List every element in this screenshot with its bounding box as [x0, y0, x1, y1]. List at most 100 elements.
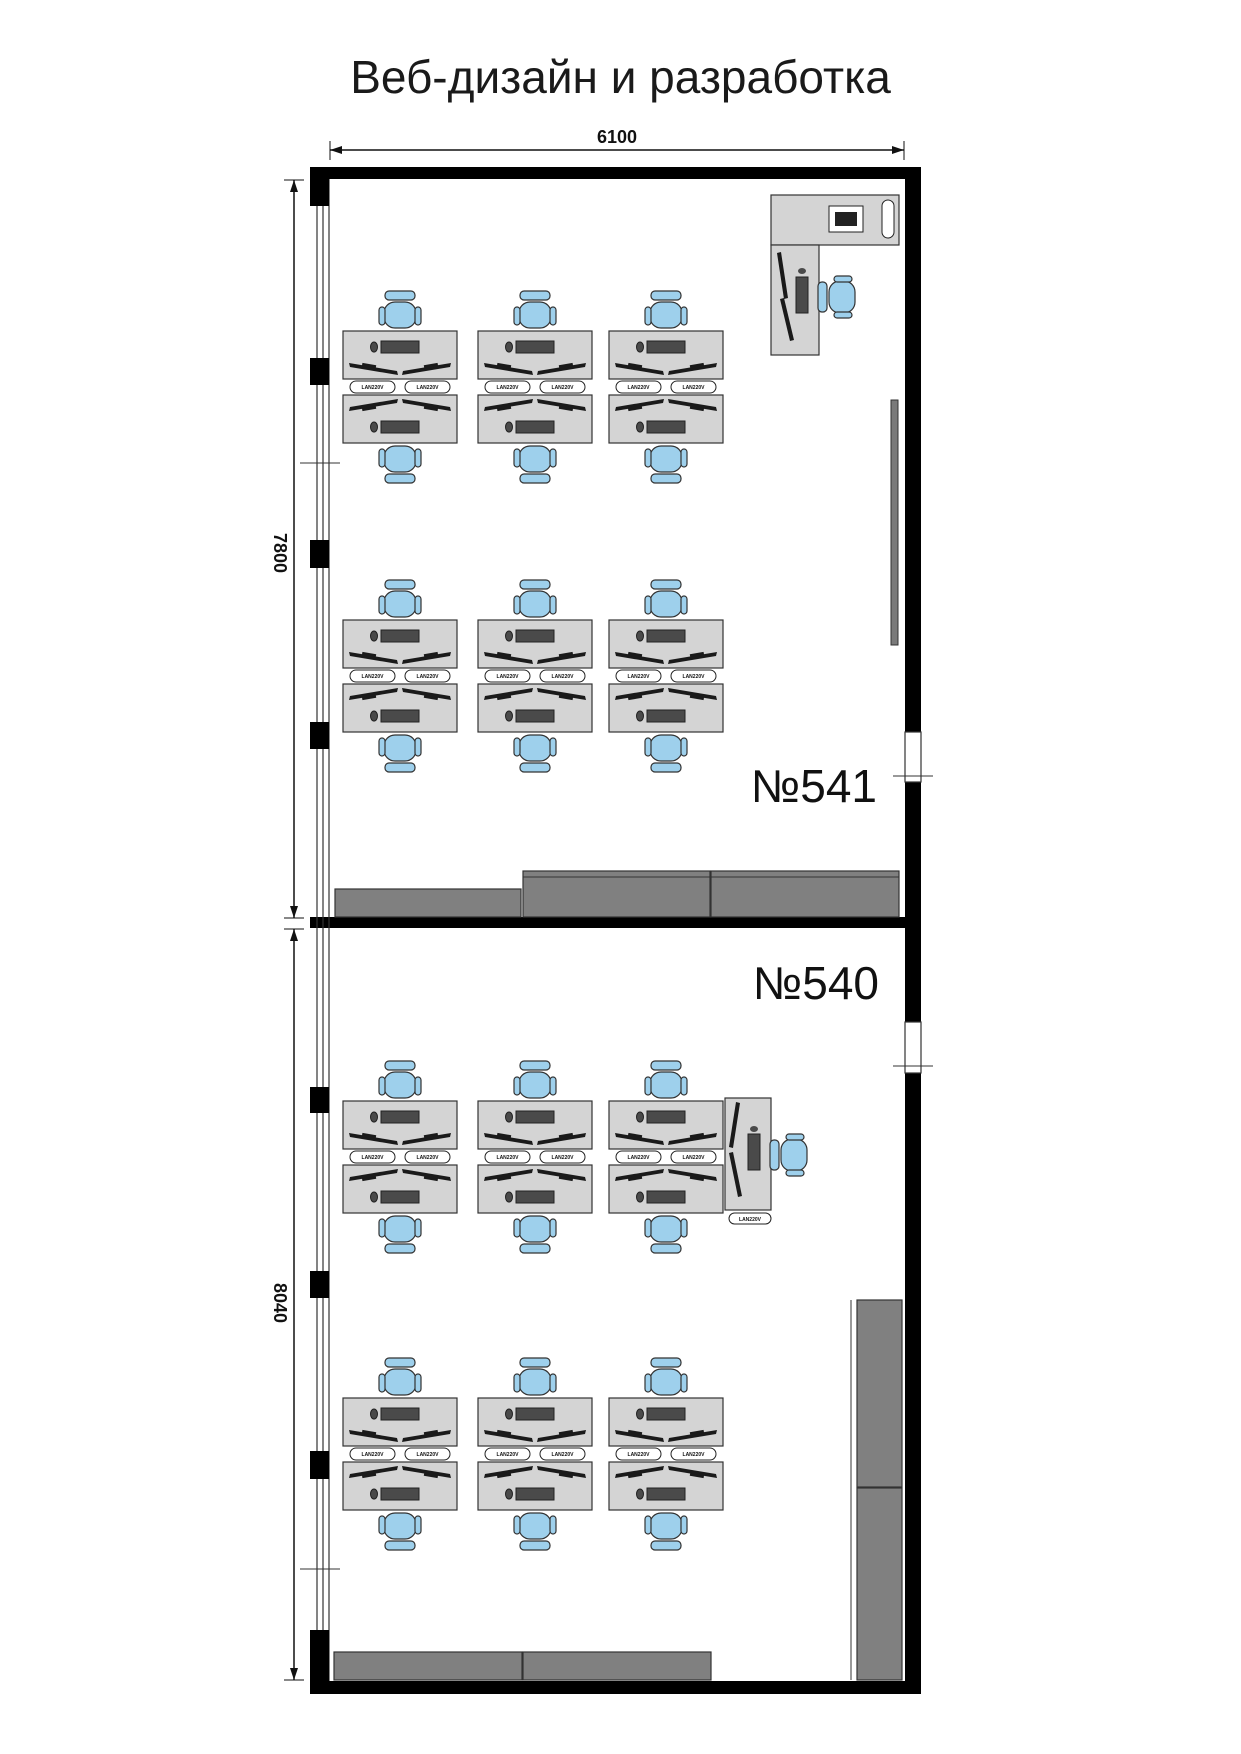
- cabinets-540: [333, 1299, 903, 1681]
- lan-socket-icon: [404, 380, 451, 394]
- cabinets-541: [334, 870, 900, 918]
- lan-socket-icon: [484, 1150, 531, 1164]
- mouse-icon: [750, 1126, 758, 1132]
- lan-socket-icon: [728, 1212, 772, 1225]
- cabinet: [522, 1651, 712, 1681]
- lan-socket-icon: [349, 380, 396, 394]
- lan-socket-icon: [404, 1447, 451, 1461]
- lan-socket-icon: [670, 669, 717, 683]
- window-pier: [310, 1087, 329, 1113]
- dim-upper-label: 7800: [270, 533, 290, 573]
- dimensions: 6100 7800 8040: [270, 127, 905, 1681]
- monitor-icon: [780, 298, 794, 341]
- socket-label: LAN220V: [497, 1452, 520, 1458]
- cabinet: [333, 1651, 523, 1681]
- lan-socket-icon: [670, 380, 717, 394]
- lan-socket-icon: [484, 380, 531, 394]
- walls: [310, 167, 933, 1694]
- workstation-cluster: LAN220V LAN220V: [343, 291, 457, 483]
- dim-arrow: [330, 146, 342, 154]
- dim-lower-label: 8040: [270, 1283, 290, 1323]
- socket-label: LAN220V: [362, 1452, 385, 1458]
- wall-right-lower: [905, 1073, 921, 1693]
- teacher-desk-side: [770, 244, 820, 356]
- monitor-icon: [729, 1152, 742, 1197]
- cabinet: [710, 870, 900, 918]
- socket-label: LAN220V: [683, 1155, 706, 1161]
- workstation-cluster: LAN220V LAN220V: [343, 1358, 457, 1550]
- socket-label: LAN220V: [628, 1155, 651, 1161]
- cabinet: [856, 1299, 903, 1488]
- keyboard-icon: [747, 1133, 761, 1171]
- lan-socket-icon: [349, 1150, 396, 1164]
- socket-label: LAN220V: [628, 385, 651, 391]
- socket-label: LAN220V: [497, 1155, 520, 1161]
- office-chair-icon: [817, 275, 856, 319]
- lan-socket-icon: [615, 380, 662, 394]
- socket-label: LAN220V: [552, 385, 575, 391]
- keyboard-icon: [795, 276, 809, 314]
- dim-arrow: [290, 906, 298, 918]
- socket-label: LAN220V: [362, 1155, 385, 1161]
- socket-label: LAN220V: [552, 1155, 575, 1161]
- window-pier: [310, 722, 329, 749]
- cabinet: [334, 888, 522, 918]
- socket-label: LAN220V: [497, 674, 520, 680]
- workstation-cluster: LAN220V LAN220V: [478, 580, 592, 772]
- socket-label: LAN220V: [628, 674, 651, 680]
- wall-right-middle: [905, 782, 921, 1022]
- lan-socket-icon: [539, 380, 586, 394]
- whiteboard-541: [890, 399, 899, 646]
- wall-top: [310, 167, 921, 179]
- door-540: [904, 1021, 922, 1074]
- lan-socket-icon: [670, 1447, 717, 1461]
- socket-label: LAN220V: [417, 1155, 440, 1161]
- socket-label: LAN220V: [362, 674, 385, 680]
- socket-label: LAN220V: [417, 1452, 440, 1458]
- lan-socket-icon: [484, 1447, 531, 1461]
- lan-socket-icon: [539, 669, 586, 683]
- monitor-icon: [729, 1102, 740, 1148]
- socket-label: LAN220V: [552, 1452, 575, 1458]
- lan-socket-icon: [404, 669, 451, 683]
- socket-label: LAN220V: [417, 385, 440, 391]
- lan-socket-icon: [539, 1150, 586, 1164]
- mouse-icon: [798, 268, 806, 274]
- room-number-540: №540: [753, 957, 879, 1009]
- window-pier: [310, 540, 329, 568]
- window-pier: [310, 1271, 329, 1298]
- socket-label: LAN220V: [628, 1452, 651, 1458]
- wall-divider: [310, 917, 921, 928]
- lan-socket-icon: [404, 1150, 451, 1164]
- workstation-cluster: LAN220V LAN220V: [343, 580, 457, 772]
- lan-socket-icon: [615, 1447, 662, 1461]
- socket-label: LAN220V: [417, 674, 440, 680]
- socket-label: LAN220V: [683, 385, 706, 391]
- cabinet: [522, 870, 711, 918]
- room-number-541: №541: [751, 760, 877, 812]
- dim-arrow: [290, 180, 298, 192]
- workstation-cluster: LAN220V LAN220V: [609, 291, 723, 483]
- workstation-cluster: LAN220V LAN220V: [609, 1061, 723, 1253]
- lan-socket-icon: [670, 1150, 717, 1164]
- dim-arrow: [290, 929, 298, 941]
- dim-width-label: 6100: [597, 127, 637, 147]
- socket-label: LAN220V: [683, 1452, 706, 1458]
- workstation-cluster: LAN220V LAN220V: [609, 1358, 723, 1550]
- socket-label: LAN220V: [362, 385, 385, 391]
- wall-right-upper: [905, 167, 921, 732]
- monitor-icon: [777, 252, 788, 299]
- workstation-cluster: LAN220V LAN220V: [478, 291, 592, 483]
- socket-label: LAN220V: [683, 674, 706, 680]
- workstation-cluster: LAN220V LAN220V: [478, 1061, 592, 1253]
- window-pier: [310, 1630, 329, 1681]
- lan-socket-icon: [539, 1447, 586, 1461]
- window-pier: [310, 358, 329, 385]
- window-wall: [300, 179, 340, 1681]
- socket-label: LAN220V: [552, 674, 575, 680]
- socket-label: LAN220V: [497, 385, 520, 391]
- dim-arrow: [892, 146, 904, 154]
- teacher-desk-540: LAN220V: [724, 1097, 808, 1225]
- wall-bottom: [310, 1681, 921, 1694]
